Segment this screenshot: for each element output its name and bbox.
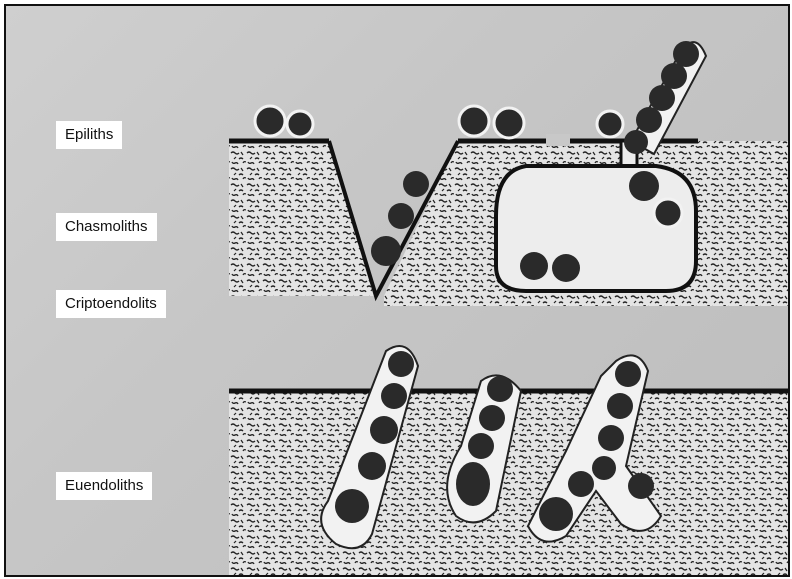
euendolith-cell bbox=[592, 456, 616, 480]
euendolith-cell bbox=[370, 416, 398, 444]
upper-rock-block bbox=[229, 134, 788, 306]
chasmolith-cell bbox=[629, 171, 659, 201]
surface-fissure bbox=[546, 134, 570, 146]
euendolith-cell bbox=[479, 405, 505, 431]
chasmolith-cell bbox=[403, 171, 429, 197]
chasmolith-cell bbox=[552, 254, 580, 282]
label-criptoendolits: Criptoendolits bbox=[56, 290, 166, 318]
euendolith-cell bbox=[628, 473, 654, 499]
euendolith-cell bbox=[607, 393, 633, 419]
filament-cell bbox=[673, 41, 699, 67]
euendolith-cell bbox=[388, 351, 414, 377]
epilith-cell bbox=[597, 111, 623, 137]
euendolith-cell bbox=[568, 471, 594, 497]
euendolith-cell bbox=[615, 361, 641, 387]
epilith-cell bbox=[255, 106, 285, 136]
epilith-cell bbox=[494, 108, 524, 138]
label-chasmoliths: Chasmoliths bbox=[56, 213, 157, 241]
euendolith-cell bbox=[539, 497, 573, 531]
label-euendoliths: Euendoliths bbox=[56, 472, 152, 500]
filament-cell bbox=[661, 63, 687, 89]
euendolith-cell bbox=[598, 425, 624, 451]
epilith-cells bbox=[255, 106, 623, 138]
epilith-cell bbox=[287, 111, 313, 137]
euendolith-cell bbox=[381, 383, 407, 409]
epilith-cell bbox=[459, 106, 489, 136]
chasmolith-cell bbox=[520, 252, 548, 280]
euendolith-cell bbox=[456, 462, 490, 506]
chasmolith-cell bbox=[388, 203, 414, 229]
euendolith-cell bbox=[358, 452, 386, 480]
diagram-frame: Epiliths Chasmoliths Criptoendolits Euen… bbox=[4, 4, 790, 577]
filament-cell bbox=[636, 107, 662, 133]
emerging-filament bbox=[624, 41, 706, 154]
chasmolith-cell bbox=[371, 236, 401, 266]
filament-cell bbox=[649, 85, 675, 111]
euendolith-cell bbox=[335, 489, 369, 523]
euendolith-cell bbox=[487, 376, 513, 402]
filament-cell bbox=[624, 130, 648, 154]
euendolith-cell bbox=[468, 433, 494, 459]
chasmolith-cell bbox=[654, 199, 682, 227]
label-epiliths: Epiliths bbox=[56, 121, 122, 149]
